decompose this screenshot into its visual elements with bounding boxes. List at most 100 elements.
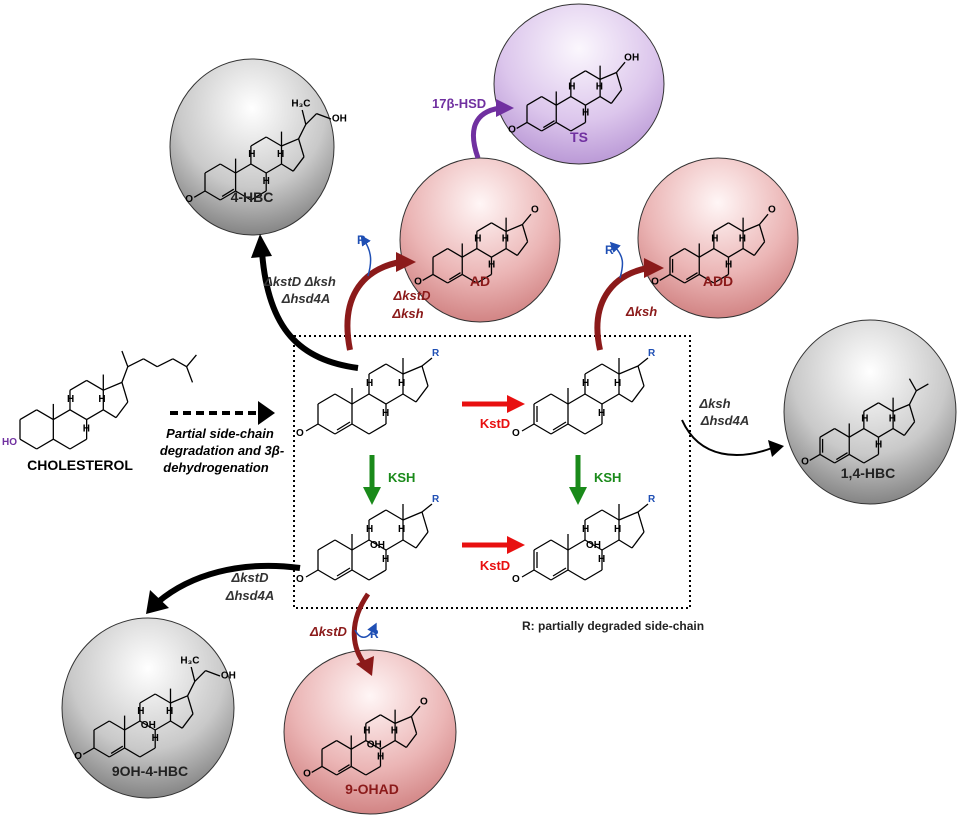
svg-text:H: H [382,554,389,565]
central-pathway-box [293,335,691,609]
svg-text:OH: OH [141,720,156,731]
svg-text:H: H [391,726,398,737]
svg-text:H: H [366,524,373,535]
svg-text:H: H [582,108,589,119]
r-label-9ohad: R [370,627,379,641]
svg-text:H: H [152,733,159,744]
label-hbc14: 1,4-HBC [841,465,895,481]
cholesterol-label: CHOLESTEROL [27,457,133,473]
svg-text:H₃C: H₃C [291,98,310,109]
svg-text:H: H [598,554,605,565]
partial-text-line-2: degradation and 3β- [160,443,284,458]
svg-text:O: O [296,574,304,585]
arrow-to-add [594,265,649,351]
svg-text:H: H [739,234,746,245]
partial-text-line-3: dehydrogenation [163,460,269,475]
ksh-arrow-left-head [363,487,381,505]
svg-text:H: H [166,706,173,717]
svg-text:H: H [98,394,105,405]
bubble-oh4hbc [61,617,235,799]
r-release-9ohad [354,622,377,638]
label-ts: TS [570,129,588,145]
mutant-14hbc-line-2: Δhsd4A [700,413,749,428]
partial-text-line-1: Partial side-chain [166,426,274,441]
bubble-4hbc [169,58,335,236]
mutant-14hbc-line-1: Δksh [698,396,730,411]
mutant-4hbc-line-1: ΔkstD Δksh [263,274,336,289]
svg-text:OH: OH [367,739,382,750]
arrow-to-add-head [644,258,664,278]
enzyme-17b-hsd: 17β-HSD [432,96,486,111]
arrow-ad-to-ts [470,105,501,159]
enzyme-kstd-top: KstD [480,416,510,431]
svg-text:H: H [711,234,718,245]
svg-text:OH: OH [370,540,385,551]
r-label-ad: R [357,233,366,247]
mutant-ad-line-1: ΔkstD [393,288,432,303]
svg-text:H: H [398,524,405,535]
svg-text:H: H [861,414,868,425]
svg-text:H: H [725,260,732,271]
bubble-ad [399,157,561,323]
arrow-to-14hbc [681,419,773,456]
svg-text:H: H [248,149,255,160]
mutant-4hbc-line-2: Δhsd4A [281,291,330,306]
product-bubbles [61,3,957,815]
mutant-9ohad: ΔkstD [309,624,348,639]
svg-text:H: H [614,378,621,389]
arrow-to-14hbc-head [768,440,784,457]
text-labels: CHOLESTEROL Partial side-chain degradati… [27,96,749,641]
structure-ad: O H H H O [414,204,539,287]
mutant-ad-line-2: Δksh [391,306,423,321]
mutant-add: Δksh [625,304,657,319]
svg-text:H: H [67,394,74,405]
svg-text:H: H [889,414,896,425]
bubble-ts [493,3,665,165]
svg-text:OH: OH [332,114,347,125]
svg-text:OH: OH [624,52,639,63]
r-release-add [609,241,624,279]
svg-text:OH: OH [586,540,601,551]
svg-text:R: R [432,494,440,505]
bubble-ohad [283,649,457,815]
svg-text:H: H [137,706,144,717]
label-ad: AD [470,273,490,289]
r-note: R: partially degraded side-chain [522,619,704,633]
arrow-to-9ohad-head [356,656,374,676]
r-label-add: R [605,243,614,257]
svg-text:H: H [474,234,481,245]
svg-text:O: O [531,204,539,215]
label-ohad: 9-OHAD [345,781,399,797]
arrow-to-4hbc [259,251,359,371]
svg-text:H: H [596,82,603,93]
svg-text:H: H [382,408,389,419]
svg-text:O: O [414,277,422,288]
enzyme-kstd-bottom: KstD [480,558,510,573]
svg-text:H: H [377,752,384,763]
svg-text:O: O [508,125,516,136]
arrow-to-ad-head [396,252,416,272]
kstd-arrow-top-head [507,395,525,413]
svg-text:OH: OH [221,671,236,682]
svg-text:R: R [648,494,656,505]
cholesterol-structure: HHH [19,350,197,450]
enzyme-ksh-left: KSH [388,470,415,485]
cholesterol-ho: HO [2,437,17,448]
bubble-add [637,157,799,319]
svg-text:R: R [432,348,440,359]
kstd-arrow-bottom-head [507,536,525,554]
svg-text:O: O [651,277,659,288]
svg-text:O: O [768,204,776,215]
svg-text:H: H [488,260,495,271]
label-4hbc: 4-HBC [231,189,274,205]
arrow-to-4hbc-head [251,234,272,258]
arrow-to-9oh4hbc-head [146,590,169,614]
svg-text:H: H [502,234,509,245]
svg-text:O: O [185,194,193,205]
